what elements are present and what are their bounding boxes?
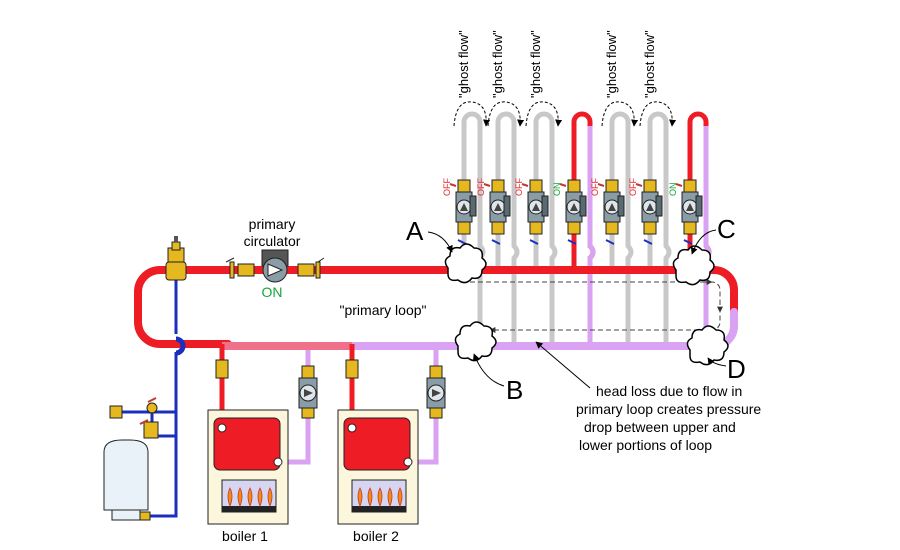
primary-circulator	[225, 249, 325, 283]
boilers	[207, 359, 446, 525]
point-b-label: B	[506, 375, 523, 405]
zone-3-ghost-flow-label: "ghost flow"	[528, 30, 543, 98]
primary-supply-pipe	[134, 266, 716, 348]
zone-6-ghost-flow-label: "ghost flow"	[642, 30, 657, 98]
zone-6-state: OFF	[628, 178, 638, 196]
zone-4-circulator	[559, 179, 587, 245]
ghost-flow-arrow	[453, 101, 491, 127]
boiler2-label: boiler 2	[353, 528, 399, 544]
primary-loop-label: "primary loop"	[340, 302, 427, 318]
zone-6-circulator	[635, 179, 663, 245]
makeup-water-assembly	[109, 397, 159, 439]
zone-labels: OFF "ghost flow" OFF "ghost flow" OFF "ghost …	[442, 30, 678, 196]
primary-circulator-status: ON	[262, 284, 283, 300]
zone-5	[601, 101, 639, 346]
zone-4-return-pipe	[587, 126, 596, 346]
cold-water-crossover	[175, 336, 186, 356]
head-loss-note-line2: primary loop creates pressure	[576, 401, 761, 417]
boiler1-label: boiler 1	[222, 528, 268, 544]
zone-1-state: OFF	[442, 178, 452, 196]
head-loss-note-line4: lower portions of loop	[579, 437, 712, 453]
boiler-1	[207, 359, 318, 525]
zone-5-piping	[609, 111, 634, 346]
zone-3-state: OFF	[514, 178, 524, 196]
primary-supply-pipe-right	[696, 266, 738, 316]
primary-circulator-label-line1: primary	[249, 216, 296, 232]
primary-loop-flow-indicator	[470, 279, 723, 333]
zone-1-ghost-flow-label: "ghost flow"	[456, 30, 471, 98]
cloud-a	[444, 243, 487, 284]
ghost-flow-arrow	[525, 101, 563, 127]
zone-2	[487, 101, 525, 346]
cloud-c	[672, 245, 715, 286]
air-separator	[165, 236, 187, 281]
zone-6	[639, 101, 677, 346]
primary-loop-pipes	[134, 266, 738, 350]
zone-circulators	[449, 179, 703, 245]
primary-circulator-label-line2: circulator	[244, 233, 301, 249]
head-loss-note-line1: head loss due to flow in	[596, 383, 742, 399]
zone-4-state: ON	[552, 183, 562, 197]
zone-6-piping	[647, 111, 672, 346]
zone-7-state: ON	[668, 183, 678, 197]
zone-3	[525, 101, 563, 346]
zone-2-state: OFF	[476, 178, 486, 196]
zone-1-circulator	[449, 179, 477, 245]
expansion-tank	[103, 439, 151, 521]
zone-5-ghost-flow-label: "ghost flow"	[604, 30, 619, 98]
zone-7-return-pipe	[703, 126, 712, 346]
zone-3-circulator	[521, 179, 549, 245]
zone-4	[571, 111, 596, 346]
zone-3-piping	[533, 111, 558, 346]
point-d-label: D	[727, 354, 746, 384]
ghost-flow-arrow	[639, 101, 677, 127]
zone-5-circulator	[597, 179, 625, 245]
zone-2-circulator	[483, 179, 511, 245]
point-a-label: A	[406, 216, 424, 246]
ghost-flow-arrow	[601, 101, 639, 127]
zone-7-circulator	[675, 179, 703, 245]
zone-5-state: OFF	[590, 178, 600, 196]
boiler-2	[337, 359, 446, 525]
zone-2-piping	[495, 111, 520, 346]
zone-2-ghost-flow-label: "ghost flow"	[490, 30, 505, 98]
labels: primary circulator ON "primary loop" boi…	[222, 214, 761, 544]
point-c-label: C	[717, 214, 736, 244]
head-loss-note-line3: drop between upper and	[584, 419, 736, 435]
cloud-d	[686, 325, 729, 366]
ghost-flow-arrow	[487, 101, 525, 127]
cloud-b	[454, 321, 497, 362]
pressure-point-clouds	[444, 243, 729, 366]
